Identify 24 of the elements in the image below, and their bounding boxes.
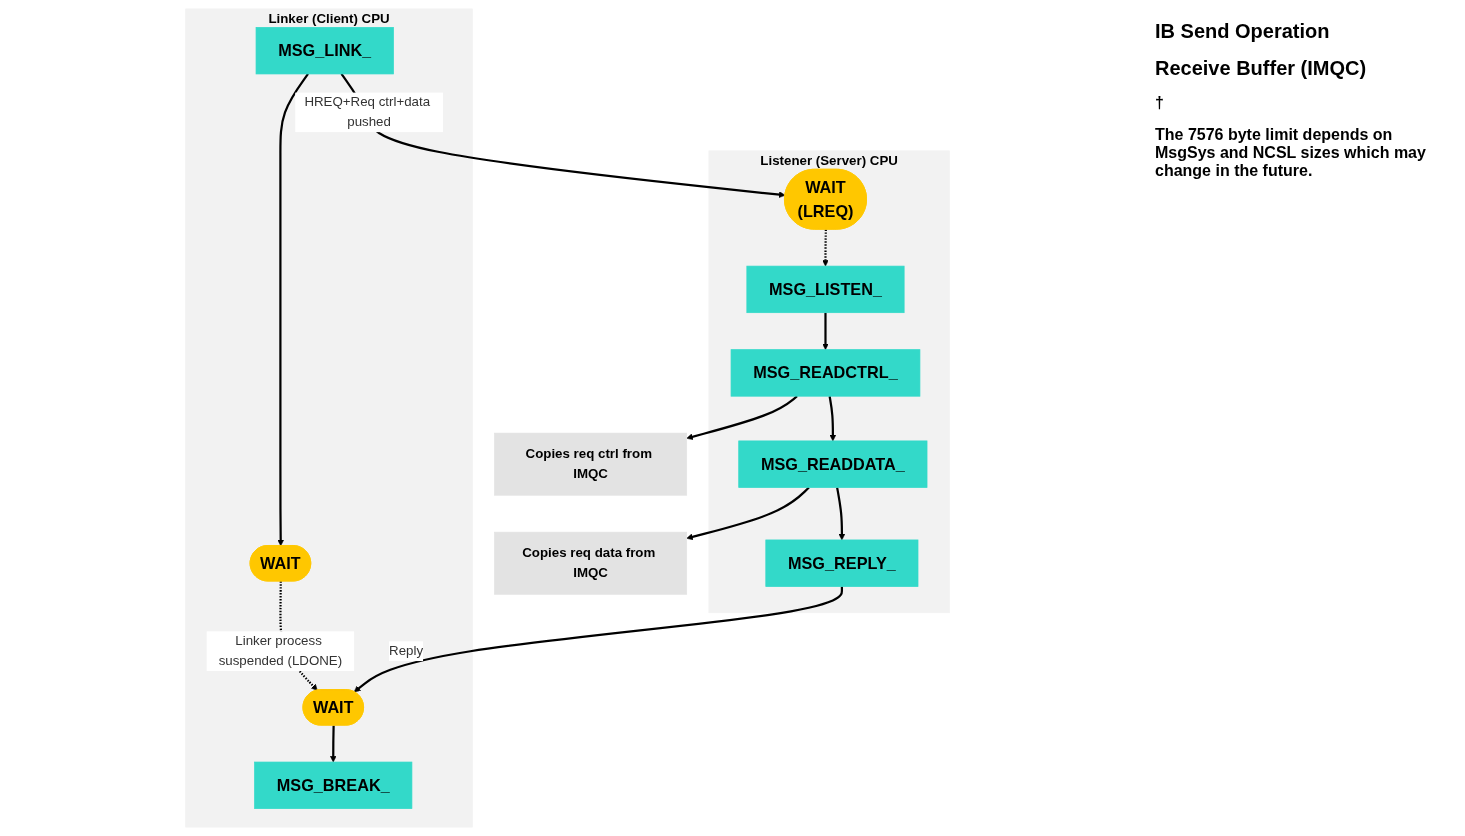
arrow — [828, 396, 837, 442]
edge-label: Reply — [389, 643, 424, 659]
arrow — [686, 395, 798, 440]
arrow — [836, 487, 846, 541]
note-text: Receive Buffer (IMQC) — [1155, 57, 1368, 80]
arrow — [340, 73, 786, 198]
edge-label: Linker process suspended (LDONE) — [218, 633, 343, 669]
edge-label: HREQ+Req ctrl+data pushed — [304, 94, 431, 130]
node-box: MSG_BREAK_ — [254, 761, 413, 809]
arrow — [822, 312, 829, 350]
footnote-mark: † — [1155, 94, 1165, 112]
arrow — [277, 73, 309, 547]
node-box: MSG_LISTEN_ — [746, 265, 905, 314]
note-text: IB Send Operation — [1155, 20, 1331, 43]
node-box: MSG_REPLY_ — [765, 539, 919, 587]
node-box: Copies req ctrl from IMQC — [494, 432, 688, 496]
node-box: Copies req data from IMQC — [494, 531, 688, 595]
node-box: MSG_READCTRL_ — [730, 349, 921, 397]
arrow — [686, 486, 810, 541]
footnote: The 7576 byte limit depends on MsgSys and NCSL sizes which may change in the future. — [1155, 126, 1427, 180]
node-box: MSG_LINK_ — [255, 27, 394, 75]
arrow — [330, 725, 337, 763]
node-box: MSG_READDATA_ — [738, 440, 928, 488]
arrow — [822, 229, 829, 267]
